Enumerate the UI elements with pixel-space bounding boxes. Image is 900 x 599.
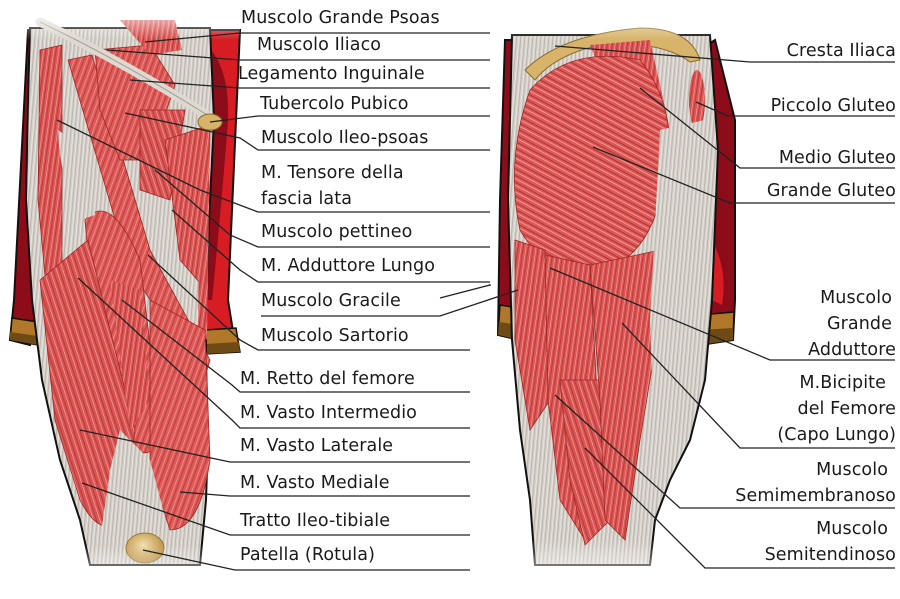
label-medio-gluteo: Medio Gluteo	[778, 148, 896, 168]
label-adduttore-lungo: M. Adduttore Lungo	[261, 256, 436, 276]
muscle-semimembranosus	[559, 379, 611, 546]
leader-vasto-intermedio	[77, 277, 470, 429]
leader-grande-psoas	[144, 32, 490, 43]
leader-grande-adduttore	[549, 267, 895, 361]
label-tubercolo-pubico: Tubercolo Pubico	[260, 94, 409, 114]
label-vasto-intermedio: M. Vasto Intermedio	[240, 403, 417, 423]
label-semimembranoso-line1: Muscolo	[816, 460, 888, 480]
leader-retto	[121, 299, 470, 393]
leader-tratto-ileo-tibiale	[81, 482, 470, 536]
label-sartorio: Muscolo Sartorio	[261, 326, 409, 346]
leader-lines	[56, 32, 895, 571]
leader-cresta-iliaca	[554, 45, 895, 63]
label-vasto-mediale: M. Vasto Mediale	[240, 473, 390, 493]
label-vasto-laterale: M. Vasto Laterale	[240, 436, 394, 456]
leader-adduttore-lungo	[171, 209, 490, 283]
leader-tensore	[56, 119, 490, 213]
tendon-quadriceps	[100, 430, 170, 540]
label-bicipite-line3: (Capo Lungo)	[777, 425, 896, 445]
leader-legamento-inguinale	[129, 79, 490, 89]
leader-ileo-psoas	[124, 112, 490, 151]
leader-patella	[142, 549, 470, 571]
leader-sartorio	[147, 254, 470, 351]
leader-vasto-mediale	[179, 491, 470, 497]
label-grande-adduttore-line3: Adduttore	[808, 340, 896, 360]
label-grande-psoas: Muscolo Grande Psoas	[241, 8, 440, 28]
label-grande-adduttore-line2: Grande	[826, 314, 892, 334]
label-grande-adduttore-line1: Muscolo	[820, 288, 892, 308]
label-bicipite-line1: M.Bicipite	[799, 373, 886, 393]
label-tensore-line1: M. Tensore della	[261, 163, 404, 183]
leader-semimembranoso	[554, 394, 895, 509]
label-ileo-psoas: Muscolo Ileo-psoas	[261, 128, 429, 148]
leader-tubercolo-pubico	[209, 115, 490, 123]
leader-pettineo	[154, 169, 490, 248]
leader-grande-gluteo	[592, 146, 895, 204]
label-legamento-inguinale: Legamento Inguinale	[238, 64, 425, 84]
posterior-view	[495, 0, 740, 599]
leader-medio-gluteo	[639, 87, 895, 169]
label-piccolo-gluteo: Piccolo Gluteo	[770, 96, 896, 116]
label-pettineo: Muscolo pettineo	[261, 222, 413, 242]
leader-bicipite	[621, 322, 895, 449]
muscle-gluteus-maximus	[513, 55, 670, 271]
leader-iliaco	[106, 49, 490, 61]
anterior-view	[0, 0, 242, 599]
label-semimembranoso-line2: Semimembranoso	[735, 486, 896, 506]
leader-gracile-posterior	[499, 289, 519, 297]
leader-gracile-main	[261, 295, 501, 317]
leader-piccolo-gluteo	[695, 101, 895, 117]
iliotibial-tract-posterior	[650, 120, 705, 470]
label-iliaco: Muscolo Iliaco	[257, 35, 382, 55]
label-tensore-line2: fascia lata	[261, 189, 353, 209]
label-semitendinoso-line2: Semitendinoso	[764, 545, 896, 565]
label-grande-gluteo: Grande Gluteo	[766, 181, 896, 201]
label-patella: Patella (Rotula)	[240, 545, 376, 565]
tendon-tfl-upper	[58, 130, 95, 220]
label-gracile: Muscolo Gracile	[261, 291, 401, 311]
label-semitendinoso-line1: Muscolo	[816, 519, 888, 539]
muscle-adductor-magnus	[514, 239, 551, 432]
label-cresta-iliaca: Cresta Iliaca	[786, 41, 896, 61]
leader-semitendinoso	[584, 447, 895, 569]
label-retto-femore: M. Retto del femore	[240, 369, 415, 389]
label-tratto-ileo-tibiale: Tratto Ileo-tibiale	[240, 511, 391, 531]
muscle-gluteus-minimus	[689, 70, 705, 130]
leader-vasto-laterale	[79, 429, 470, 463]
label-bicipite-line2: del Femore	[797, 399, 896, 419]
leader-gracile	[439, 284, 491, 299]
